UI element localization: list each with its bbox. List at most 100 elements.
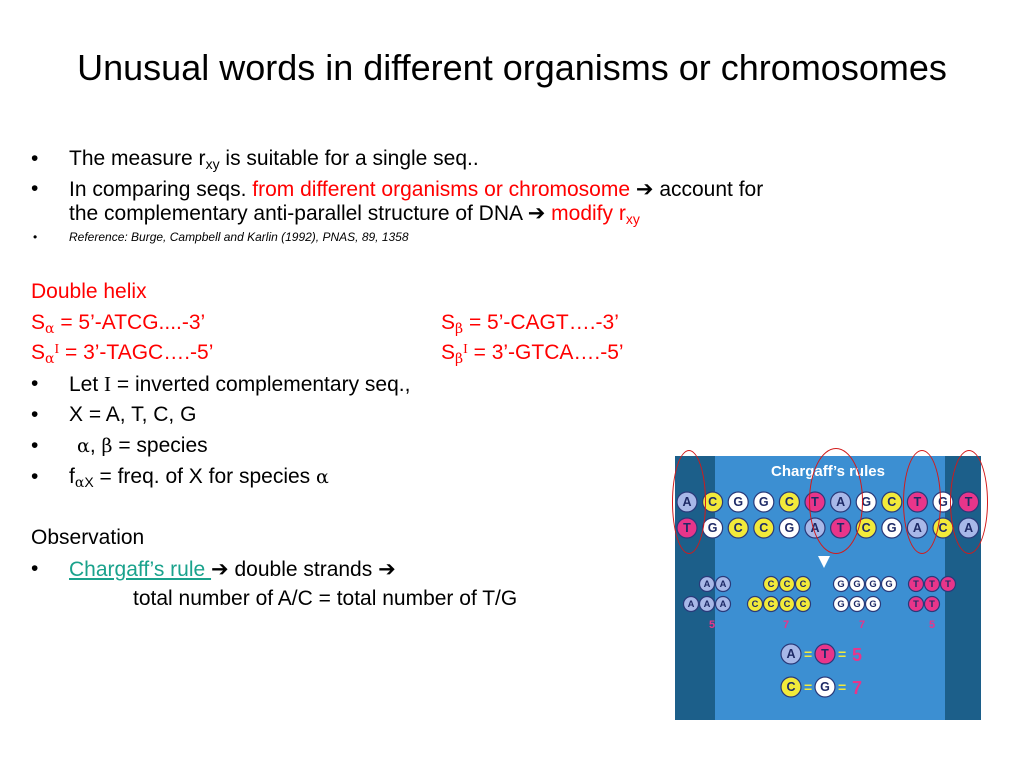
equals-sign: = (804, 679, 812, 695)
svg-text:C: C (708, 495, 717, 509)
svg-text:T: T (913, 599, 919, 609)
group-count: 7 (783, 619, 789, 631)
svg-text:C: C (785, 495, 794, 509)
nucleotide-top: G (753, 491, 775, 513)
group-count: 5 (709, 619, 715, 631)
svg-text:C: C (768, 599, 775, 609)
grouped-nucleotide: A (714, 575, 732, 593)
grouped-nucleotide: C (762, 575, 780, 593)
grouped-nucleotide: A (698, 595, 716, 613)
grouped-nucleotide: T (923, 575, 941, 593)
svg-text:C: C (800, 579, 807, 589)
svg-text:T: T (945, 579, 951, 589)
svg-text:G: G (885, 579, 892, 589)
double-helix-heading: Double helix (31, 280, 147, 303)
observation-heading: Observation (31, 526, 145, 549)
svg-text:C: C (734, 521, 743, 535)
bullet-marker: • (31, 465, 39, 488)
svg-text:A: A (704, 579, 711, 589)
svg-text:T: T (821, 647, 829, 661)
equation-value: 7 (852, 678, 862, 698)
grouped-nucleotide: G (864, 575, 882, 593)
grouped-nucleotide: G (832, 595, 850, 613)
bullet-marker: • (31, 557, 39, 580)
bullet-comparing-continued: the complementary anti-parallel structur… (69, 201, 640, 227)
nucleotide-bottom: G (881, 517, 903, 539)
bullet-let: Let I = inverted complementary seq., (69, 372, 411, 396)
svg-text:G: G (861, 495, 871, 509)
svg-text:A: A (786, 647, 795, 661)
grouped-nucleotide: C (778, 595, 796, 613)
nucleotide-bottom: G (778, 517, 801, 539)
svg-text:C: C (800, 599, 807, 609)
arrow-right-icon: ➔ (635, 177, 654, 201)
svg-text:A: A (720, 579, 727, 589)
highlight-circle (809, 448, 863, 554)
nucleotide-bottom: C (727, 517, 749, 539)
highlight-circle (903, 450, 941, 554)
equation-nucleotide: C (780, 676, 802, 698)
bullet-marker: • (31, 372, 39, 395)
bullet-chargaff: Chargaff’s rule ➔ double strands ➔ (69, 557, 396, 581)
svg-text:A: A (704, 599, 711, 609)
svg-text:G: G (869, 599, 876, 609)
svg-text:C: C (786, 680, 795, 694)
svg-text:G: G (785, 521, 795, 535)
svg-text:C: C (862, 521, 871, 535)
grouped-nucleotide: A (714, 595, 732, 613)
svg-text:A: A (720, 599, 727, 609)
svg-text:G: G (853, 599, 860, 609)
svg-text:G: G (853, 579, 860, 589)
svg-text:A: A (688, 599, 695, 609)
svg-text:C: C (768, 579, 775, 589)
down-arrow-icon (818, 556, 830, 568)
equals-sign: = (804, 646, 812, 662)
svg-text:G: G (837, 579, 844, 589)
grouped-nucleotide: A (682, 595, 700, 613)
nucleotide-top: C (881, 491, 903, 513)
chargaff-total-line: total number of A/C = total number of T/… (133, 587, 518, 610)
bullet-marker: • (31, 403, 39, 426)
nucleotide-bottom: G (701, 517, 724, 539)
bullet-comparing: In comparing seqs. from different organi… (69, 177, 764, 201)
equation-nucleotide: G (814, 676, 836, 698)
grouped-nucleotide: T (907, 595, 925, 613)
s-beta-inverted-seq: SβI = 3’-GTCA….-5’ (441, 341, 624, 367)
svg-text:T: T (929, 599, 935, 609)
group-count: 7 (859, 619, 865, 631)
svg-text:T: T (929, 579, 935, 589)
bullet-marker: • (31, 434, 39, 457)
equation-nucleotide: T (814, 643, 836, 665)
grouped-nucleotide: G (864, 595, 882, 613)
svg-text:G: G (837, 599, 844, 609)
equation-value: 5 (852, 645, 862, 665)
arrow-right-icon: ➔ (527, 201, 546, 225)
svg-text:C: C (938, 521, 947, 535)
bullet-marker: • (31, 147, 39, 170)
svg-text:C: C (784, 599, 791, 609)
chargaff-rule-link[interactable]: Chargaff’s rule (69, 558, 212, 581)
svg-text:G: G (759, 495, 769, 509)
s-alpha-inverted-seq: SαI = 3’-TAGC….-5’ (31, 341, 214, 367)
svg-text:G: G (887, 521, 897, 535)
grouped-nucleotide: A (698, 575, 716, 593)
svg-text:C: C (784, 579, 791, 589)
group-count: 5 (929, 619, 935, 631)
reference-text: Reference: Burge, Campbell and Karlin (1… (69, 230, 409, 244)
arrow-right-icon: ➔ (211, 557, 229, 581)
bullet-frequency: fαX = freq. of X for species α (69, 465, 329, 491)
highlight-circle (672, 450, 706, 554)
bullet-species: α, β = species (77, 434, 208, 457)
grouped-nucleotide: G (848, 595, 866, 613)
grouped-nucleotide: T (907, 575, 925, 593)
grouped-nucleotide: G (848, 575, 866, 593)
s-alpha-seq: Sα = 5’-ATCG....-3’ (31, 311, 206, 337)
s-beta-seq: Sβ = 5’-CAGT….-3’ (441, 311, 619, 337)
svg-text:C: C (759, 521, 768, 535)
svg-text:C: C (887, 495, 896, 509)
svg-text:T: T (913, 579, 919, 589)
grouped-nucleotide: G (880, 575, 898, 593)
nucleotide-top: G (727, 491, 749, 513)
svg-text:C: C (752, 599, 759, 609)
